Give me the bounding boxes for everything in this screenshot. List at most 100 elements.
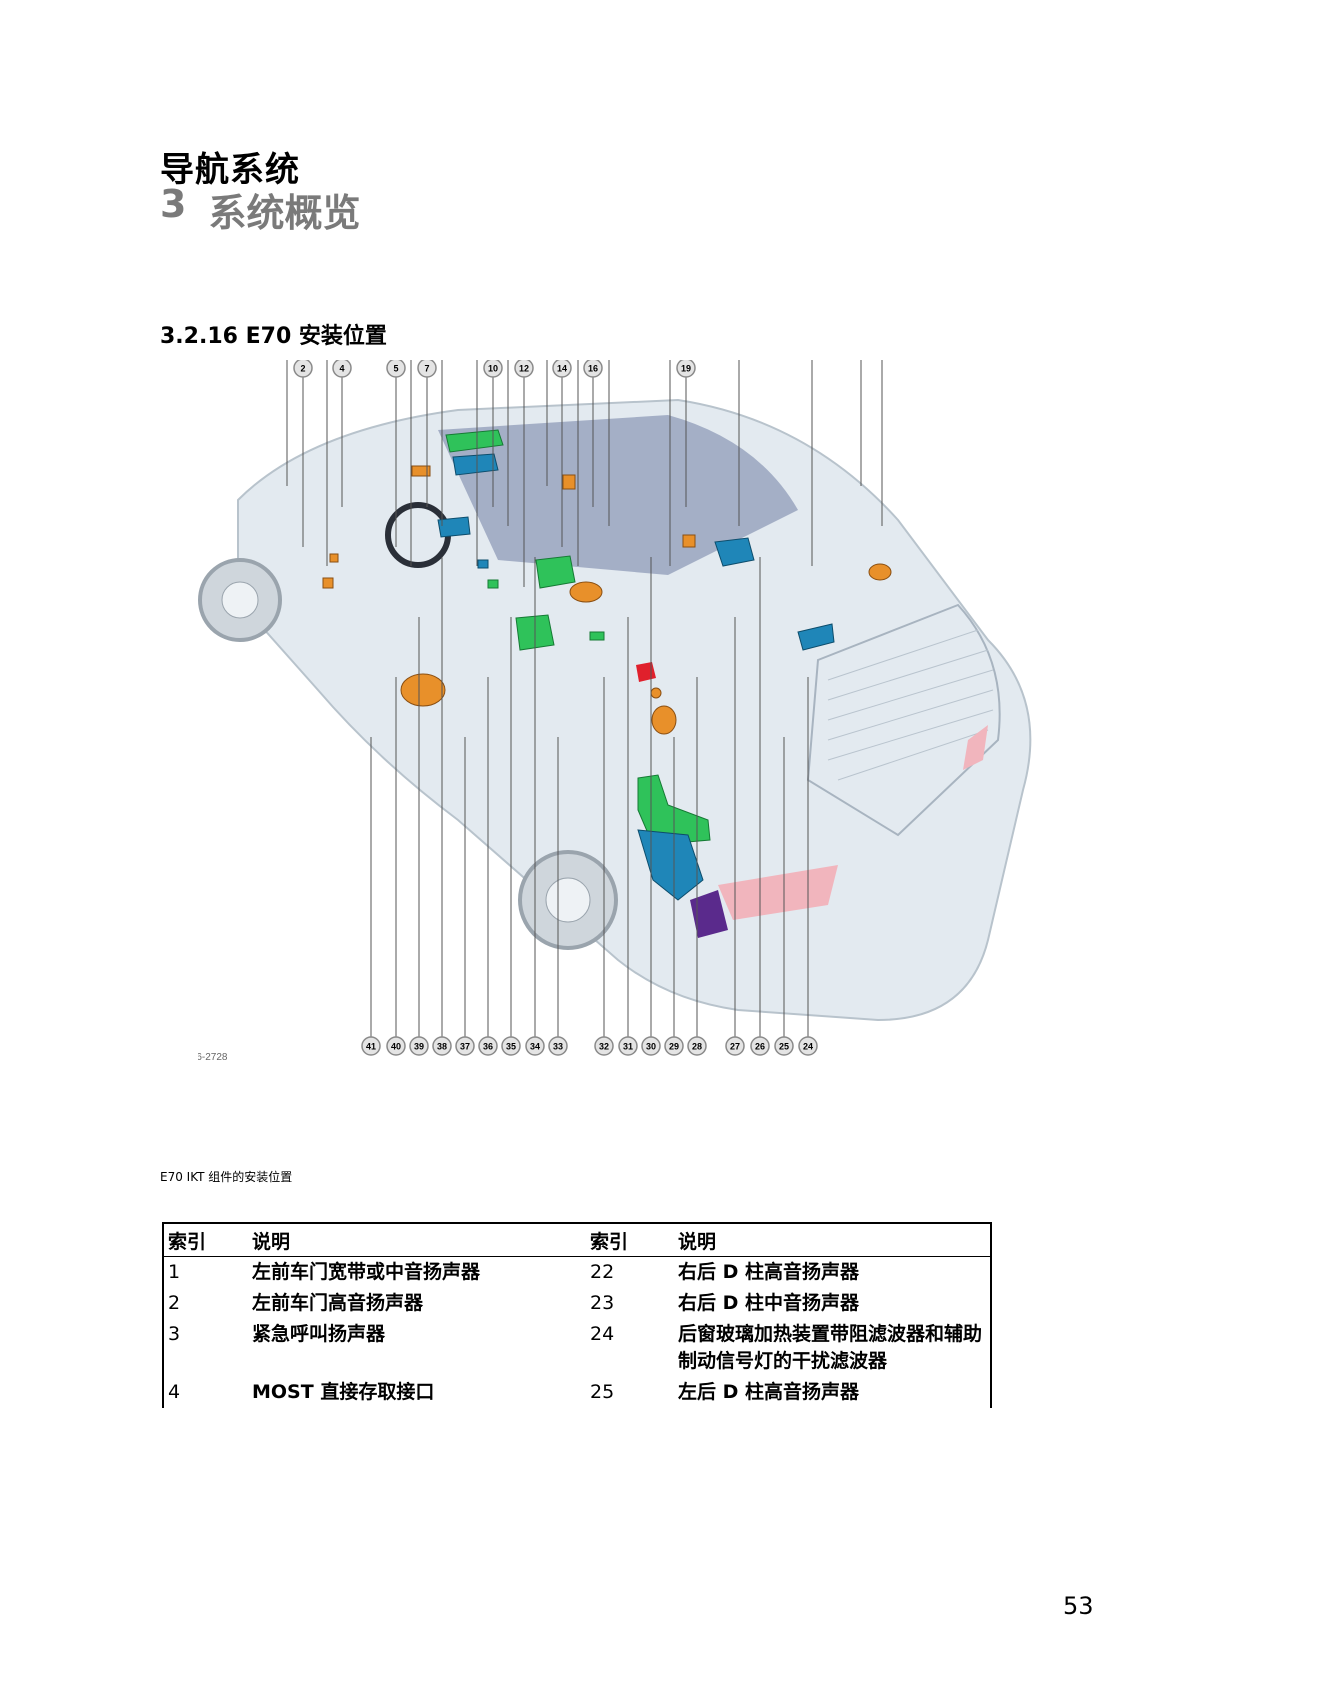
svg-text:5: 5 bbox=[393, 364, 398, 374]
callout-7: 7 bbox=[417, 358, 437, 378]
callout-24: 24 bbox=[798, 1036, 818, 1056]
svg-text:26: 26 bbox=[755, 1042, 765, 1052]
table-header-row: 索引 说明 索引 说明 bbox=[163, 1223, 991, 1257]
figure-id: TE06-2728 bbox=[198, 1052, 228, 1063]
row-description: 后窗玻璃加热装置带阻滤波器和辅助制动信号灯的干扰滤波器 bbox=[678, 1323, 983, 1372]
callout-5: 5 bbox=[386, 358, 406, 378]
callout-4: 4 bbox=[332, 358, 352, 378]
table-row: 3 紧急呼叫扬声器 24 后窗玻璃加热装置带阻滤波器和辅助制动信号灯的干扰滤波器 bbox=[163, 1319, 991, 1377]
callout-28: 28 bbox=[687, 1036, 707, 1056]
svg-text:25: 25 bbox=[779, 1042, 789, 1052]
svg-text:34: 34 bbox=[530, 1042, 540, 1052]
callout-30: 30 bbox=[641, 1036, 661, 1056]
speaker bbox=[400, 673, 446, 707]
speaker bbox=[868, 563, 892, 581]
control-unit-blue bbox=[437, 516, 471, 538]
callout-12: 12 bbox=[514, 358, 534, 378]
callout-34: 34 bbox=[525, 1036, 545, 1056]
row-description: 左前车门宽带或中音扬声器 bbox=[252, 1261, 481, 1283]
control-unit-green bbox=[589, 631, 605, 641]
control-unit-purple bbox=[690, 890, 728, 938]
callout-31: 31 bbox=[618, 1036, 638, 1056]
header-index-1: 索引 bbox=[168, 1230, 207, 1253]
callout-19: 19 bbox=[676, 358, 696, 378]
svg-text:16: 16 bbox=[588, 364, 598, 374]
callout-33: 33 bbox=[548, 1036, 568, 1056]
svg-text:32: 32 bbox=[599, 1042, 609, 1052]
car-diagram: TE06-2728 123456789101112131415161718192… bbox=[178, 337, 1032, 1063]
installation-figure: TE06-2728 123456789101112131415161718192… bbox=[178, 337, 1078, 1155]
svg-text:36: 36 bbox=[483, 1042, 493, 1052]
row-index: 3 bbox=[168, 1323, 181, 1345]
callout-40: 40 bbox=[386, 1036, 406, 1056]
svg-text:7: 7 bbox=[424, 364, 429, 374]
callout-36: 36 bbox=[478, 1036, 498, 1056]
callout-27: 27 bbox=[725, 1036, 745, 1056]
speaker bbox=[562, 474, 576, 490]
row-index: 24 bbox=[590, 1323, 615, 1345]
svg-text:39: 39 bbox=[414, 1042, 424, 1052]
callout-2: 2 bbox=[293, 358, 313, 378]
speaker bbox=[411, 465, 431, 477]
svg-text:37: 37 bbox=[460, 1042, 470, 1052]
header-description-2: 说明 bbox=[678, 1230, 717, 1253]
svg-text:33: 33 bbox=[553, 1042, 563, 1052]
row-description: 左后 D 柱高音扬声器 bbox=[678, 1381, 860, 1403]
callout-41: 41 bbox=[361, 1036, 381, 1056]
svg-text:14: 14 bbox=[557, 364, 567, 374]
svg-text:10: 10 bbox=[488, 364, 498, 374]
callout-35: 35 bbox=[501, 1036, 521, 1056]
svg-text:31: 31 bbox=[623, 1042, 633, 1052]
control-unit-green bbox=[535, 555, 576, 589]
callout-10: 10 bbox=[483, 358, 503, 378]
legend-table: 索引 说明 索引 说明 1 左前车门宽带或中音扬声器 22 右后 D 柱高音扬声… bbox=[162, 1222, 992, 1408]
svg-text:41: 41 bbox=[366, 1042, 376, 1052]
speaker bbox=[650, 687, 662, 699]
control-unit-blue bbox=[797, 623, 835, 651]
row-description: 右后 D 柱中音扬声器 bbox=[678, 1292, 860, 1314]
chapter-heading: 3 系统概览 bbox=[160, 182, 360, 237]
control-unit-green bbox=[445, 429, 504, 453]
row-index: 4 bbox=[168, 1381, 181, 1403]
control-unit-green bbox=[487, 579, 499, 589]
top-callouts: 1234567891011121314151617181920212223 bbox=[277, 337, 892, 378]
car-body bbox=[237, 398, 1032, 1022]
header-index-2: 索引 bbox=[590, 1230, 629, 1253]
rear-window bbox=[806, 603, 1001, 837]
chapter-title: 系统概览 bbox=[208, 191, 361, 235]
row-index: 23 bbox=[590, 1292, 615, 1314]
callout-25: 25 bbox=[774, 1036, 794, 1056]
callout-38: 38 bbox=[432, 1036, 452, 1056]
svg-text:24: 24 bbox=[803, 1042, 813, 1052]
svg-text:29: 29 bbox=[669, 1042, 679, 1052]
svg-text:27: 27 bbox=[730, 1042, 740, 1052]
speaker bbox=[322, 577, 334, 589]
callout-32: 32 bbox=[594, 1036, 614, 1056]
header-description-1: 说明 bbox=[252, 1230, 291, 1253]
control-unit-blue bbox=[714, 537, 755, 567]
row-index: 2 bbox=[168, 1292, 181, 1314]
svg-text:35: 35 bbox=[506, 1042, 516, 1052]
svg-text:19: 19 bbox=[681, 364, 691, 374]
row-description: 右后 D 柱高音扬声器 bbox=[678, 1261, 860, 1283]
speaker bbox=[682, 534, 696, 548]
row-description: MOST 直接存取接口 bbox=[252, 1381, 435, 1403]
chapter-number: 3 bbox=[160, 182, 187, 226]
table-row: 2 左前车门高音扬声器 23 右后 D 柱中音扬声器 bbox=[163, 1288, 991, 1319]
callout-lines bbox=[286, 356, 883, 1037]
document-title: 导航系统 bbox=[160, 150, 300, 190]
speaker bbox=[651, 705, 677, 735]
row-index: 1 bbox=[168, 1261, 181, 1283]
svg-text:38: 38 bbox=[437, 1042, 447, 1052]
svg-text:40: 40 bbox=[391, 1042, 401, 1052]
figure-caption: E70 IKT 组件的安装位置 bbox=[160, 1170, 293, 1184]
svg-text:2: 2 bbox=[300, 364, 305, 374]
section-title: 3.2.16 E70 安装位置 bbox=[160, 324, 387, 349]
table-row: 1 左前车门宽带或中音扬声器 22 右后 D 柱高音扬声器 bbox=[163, 1257, 991, 1289]
callout-14: 14 bbox=[552, 358, 572, 378]
legend-table-wrapper: 索引 说明 索引 说明 1 左前车门宽带或中音扬声器 22 右后 D 柱高音扬声… bbox=[162, 1222, 992, 1408]
table-row: 4 MOST 直接存取接口 25 左后 D 柱高音扬声器 bbox=[163, 1377, 991, 1408]
roof-glass bbox=[438, 415, 798, 575]
callout-37: 37 bbox=[455, 1036, 475, 1056]
svg-text:30: 30 bbox=[646, 1042, 656, 1052]
